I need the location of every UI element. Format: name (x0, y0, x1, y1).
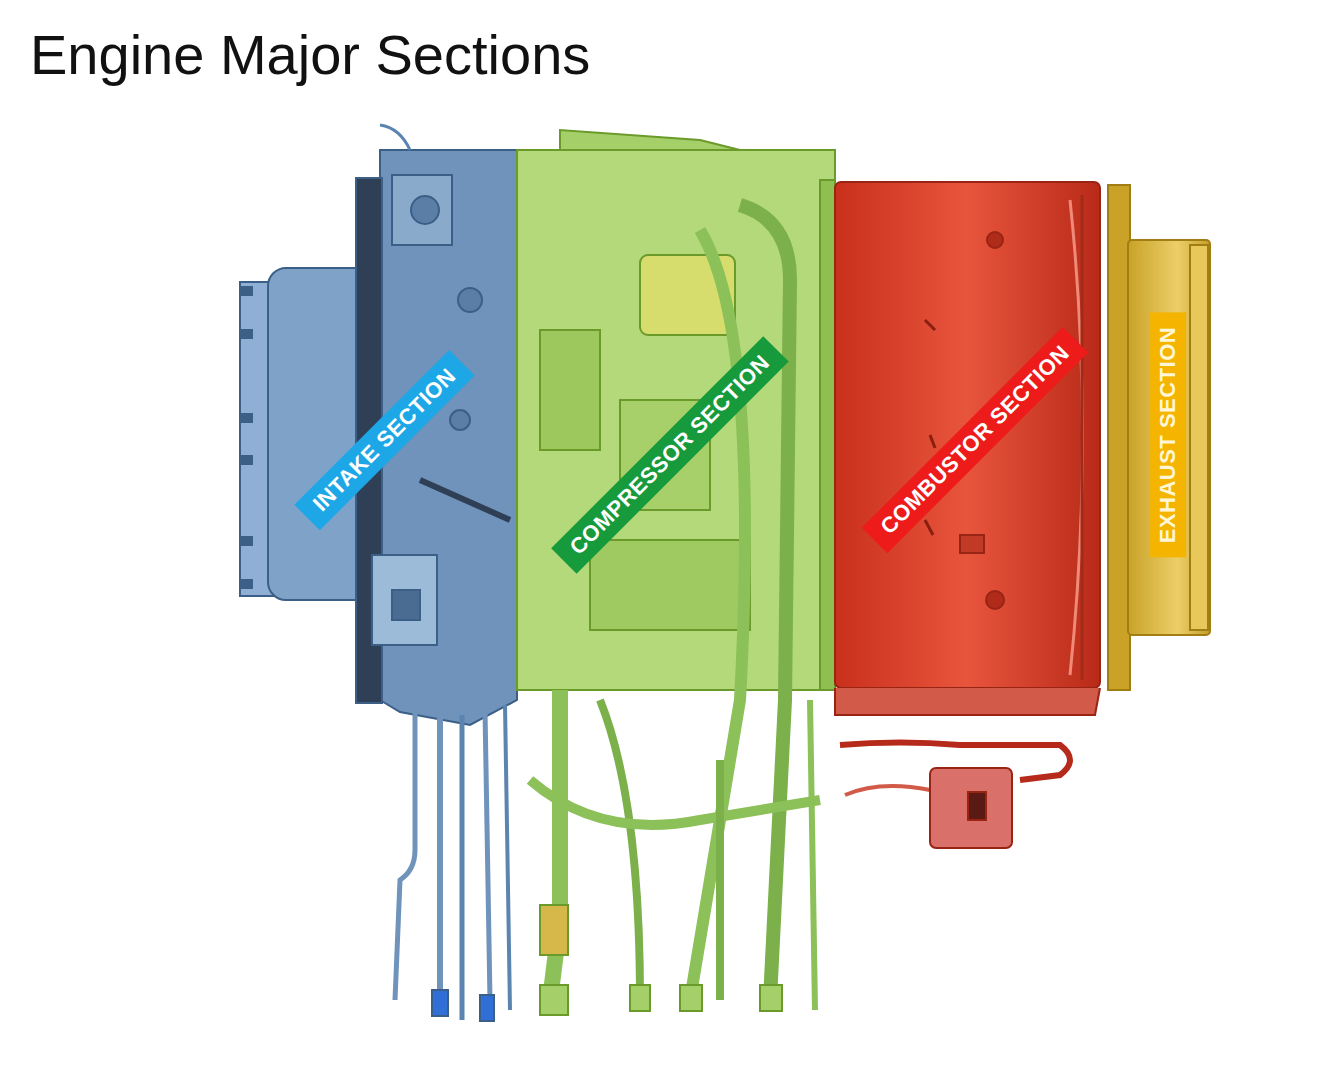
engine-shape (960, 535, 984, 553)
engine-shape (460, 715, 465, 1020)
engine-shape (810, 700, 815, 1010)
engine-shape (411, 196, 439, 224)
section-label: COMBUSTOR SECTION (876, 341, 1074, 539)
combustor-part (835, 182, 1100, 848)
engine-shape (820, 180, 835, 690)
engine-shape (968, 792, 986, 820)
engine-shape (240, 330, 252, 338)
engine-shape (630, 985, 650, 1011)
engine-shape (1108, 185, 1130, 690)
engine-shape (560, 130, 740, 150)
engine-shape (240, 456, 252, 464)
engine-shape (450, 410, 470, 430)
section-label: COMPRESSOR SECTION (565, 350, 774, 559)
engine-shape (240, 414, 252, 422)
engine-shape (240, 287, 252, 295)
exhaust-tag: EXHAUST SECTION (1150, 313, 1186, 558)
engine-shape (987, 232, 1003, 248)
engine-shape (680, 985, 702, 1011)
intake-part (240, 125, 517, 1021)
combustor-tag: COMBUSTOR SECTION (862, 327, 1089, 554)
intake-tag: INTAKE SECTION (294, 350, 475, 531)
engine-shape (835, 182, 1100, 688)
engine-shape (437, 712, 443, 1000)
exhaust-part (1108, 185, 1210, 690)
engine-shape (986, 591, 1004, 609)
section-label: EXHAUST SECTION (1156, 327, 1180, 544)
engine-shape (690, 230, 745, 1000)
engine-shape (530, 780, 820, 825)
engine-shape (540, 330, 600, 450)
compressor-tag: COMPRESSOR SECTION (551, 336, 789, 574)
engine-shape (845, 786, 930, 795)
engine-shape (485, 710, 490, 1000)
engine-shape (458, 288, 482, 312)
engine-shape (505, 705, 510, 1010)
section-label: INTAKE SECTION (308, 364, 460, 516)
engine-shape (395, 700, 415, 1000)
engine-shape (480, 995, 494, 1021)
engine-shape (420, 480, 510, 520)
engine-shape (380, 125, 410, 150)
engine-shape (432, 990, 448, 1016)
engine-shape (540, 905, 568, 955)
engine-shape (1081, 195, 1084, 680)
engine-shape (590, 540, 750, 630)
engine-shape (372, 555, 437, 645)
engine-shape (392, 590, 420, 620)
engine-shape (392, 175, 452, 245)
engine-shape (716, 760, 724, 1000)
engine-shape (835, 688, 1100, 715)
engine-shape (240, 537, 252, 545)
engine-shape (240, 580, 252, 588)
engine-shape (1128, 240, 1210, 635)
compressor-part (517, 130, 835, 1015)
engine-shape (600, 700, 640, 1000)
engine-shape (930, 768, 1012, 848)
engine-shape (760, 985, 782, 1011)
engine-shape (540, 985, 568, 1015)
engine-shape (1190, 245, 1208, 630)
page-title: Engine Major Sections (30, 22, 590, 87)
